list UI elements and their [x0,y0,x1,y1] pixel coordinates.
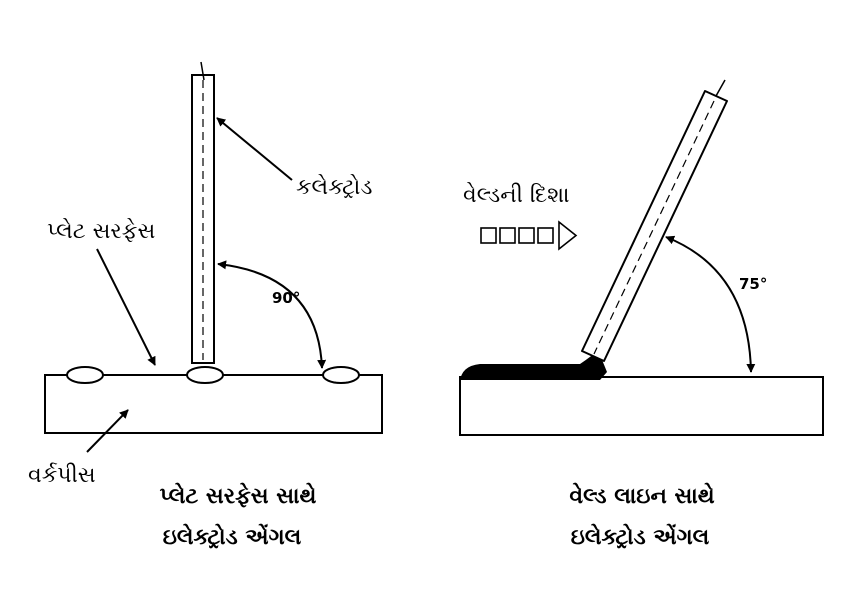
right-weld-deposit [460,350,607,382]
left-workpiece-plate [44,374,383,434]
left-angle-arc [217,260,327,369]
right-diagram: વેલ્ડની દિશા 75° વેલ્ડ લાઇન સાથે ઇલેક્ટ્… [459,79,824,550]
right-electrode [581,79,728,362]
left-angle-label: 90° [272,289,300,307]
right-caption-line2: ઇલેક્ટ્રોડ એંગલ [571,523,710,550]
right-workpiece-plate [459,376,824,436]
weld-direction-arrow [480,220,578,251]
left-electrode [191,61,215,364]
left-caption-line1: પ્લેટ સરફેસ સાથે [160,482,317,509]
right-caption-line1: વેલ્ડ લાઇન સાથે [569,482,714,509]
plate-surface-arrow [96,248,156,366]
left-weld-bead-2 [186,366,224,384]
left-weld-bead-3 [322,366,360,384]
right-angle-label: 75° [739,275,767,293]
plate-surface-label: પ્લેટ સરફેસ [47,218,155,244]
left-caption-line2: ઇલેક્ટ્રોડ એંગલ [163,523,302,550]
left-electrode-label: કલેક્ટ્રોડ [296,174,372,200]
left-diagram: કલેક્ટ્રોડ પ્લેટ સરફેસ વર્કપીસ 90° પ્લેટ… [28,61,383,550]
workpiece-label: વર્કપીસ [28,463,96,488]
workpiece-arrow [86,409,129,453]
left-electrode-arrow [216,117,293,181]
left-weld-bead-1 [66,366,104,384]
weld-direction-label: વેલ્ડની દિશા [463,182,570,208]
right-angle-arc [665,235,756,373]
